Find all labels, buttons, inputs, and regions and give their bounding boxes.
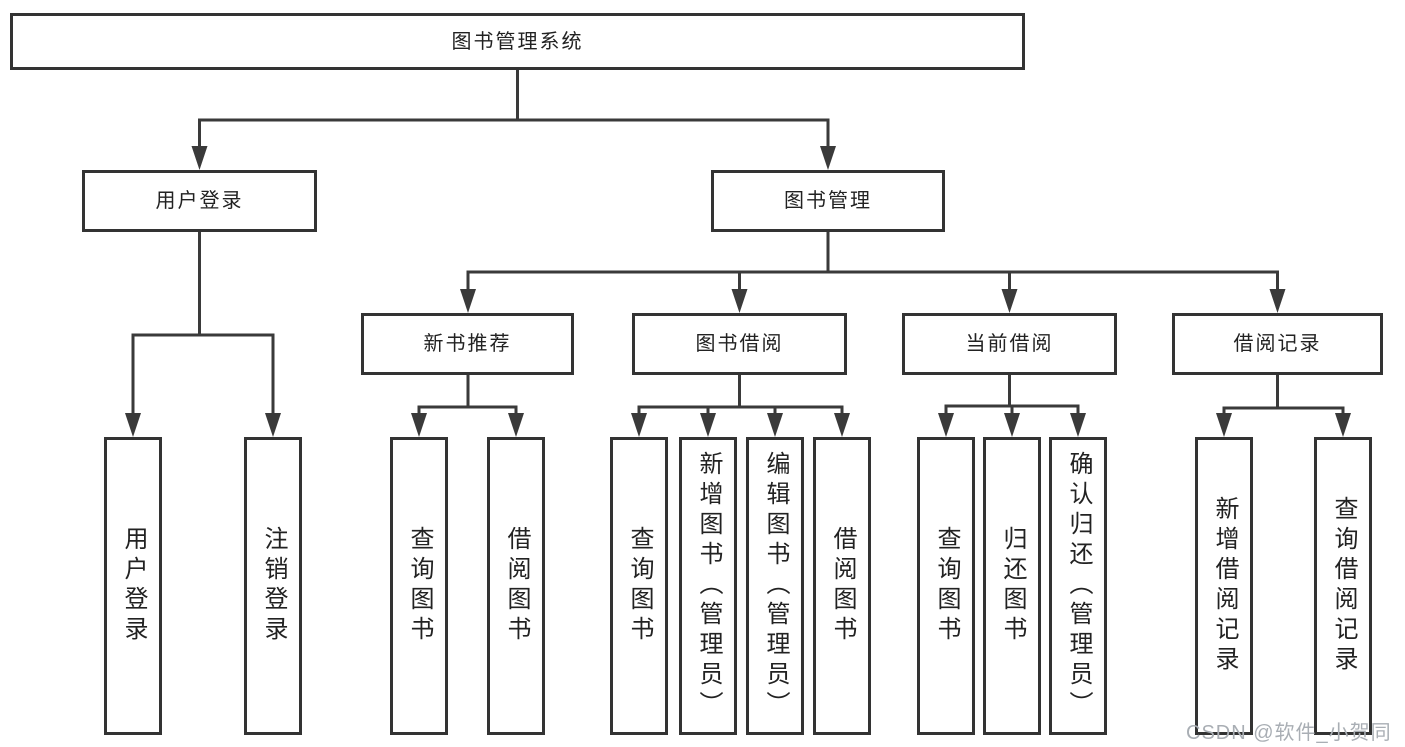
connector-user-login-children <box>125 230 281 437</box>
node-user-login: 用户登录 <box>82 170 317 232</box>
node-new-book-rec: 新书推荐 <box>361 313 574 375</box>
node-borrow-records: 借阅记录 <box>1172 313 1383 375</box>
node-current-borrow: 当前借阅 <box>902 313 1117 375</box>
node-root: 图书管理系统 <box>10 13 1025 70</box>
leaf-add-record: 新增借阅记录 <box>1195 437 1253 735</box>
leaf-logout: 注销登录 <box>244 437 302 735</box>
connector-book-mgmt-to-level3 <box>460 230 1286 313</box>
connector-book-borrow-children <box>631 373 850 437</box>
leaf-confirm-return: 确认归还（管理员） <box>1049 437 1107 735</box>
leaf-return-book: 归还图书 <box>983 437 1041 735</box>
leaf-add-book: 新增图书（管理员） <box>679 437 737 735</box>
leaf-borrow-book-1: 借阅图书 <box>487 437 545 735</box>
leaf-user-login: 用户登录 <box>104 437 162 735</box>
leaf-query-book-2: 查询图书 <box>610 437 668 735</box>
connector-root-to-level2 <box>191 68 836 170</box>
node-book-borrow: 图书借阅 <box>632 313 847 375</box>
connector-current-borrow-children <box>938 373 1086 437</box>
leaf-edit-book: 编辑图书（管理员） <box>746 437 804 735</box>
connector-new-book-rec-children <box>411 373 524 437</box>
leaf-borrow-book-2: 借阅图书 <box>813 437 871 735</box>
leaf-query-record: 查询借阅记录 <box>1314 437 1372 735</box>
connector-borrow-records-children <box>1216 373 1351 437</box>
node-book-mgmt: 图书管理 <box>711 170 945 232</box>
csdn-watermark: CSDN @软件_小贺同学 <box>1186 722 1392 744</box>
leaf-query-book-1: 查询图书 <box>390 437 448 735</box>
leaf-query-book-3: 查询图书 <box>917 437 975 735</box>
